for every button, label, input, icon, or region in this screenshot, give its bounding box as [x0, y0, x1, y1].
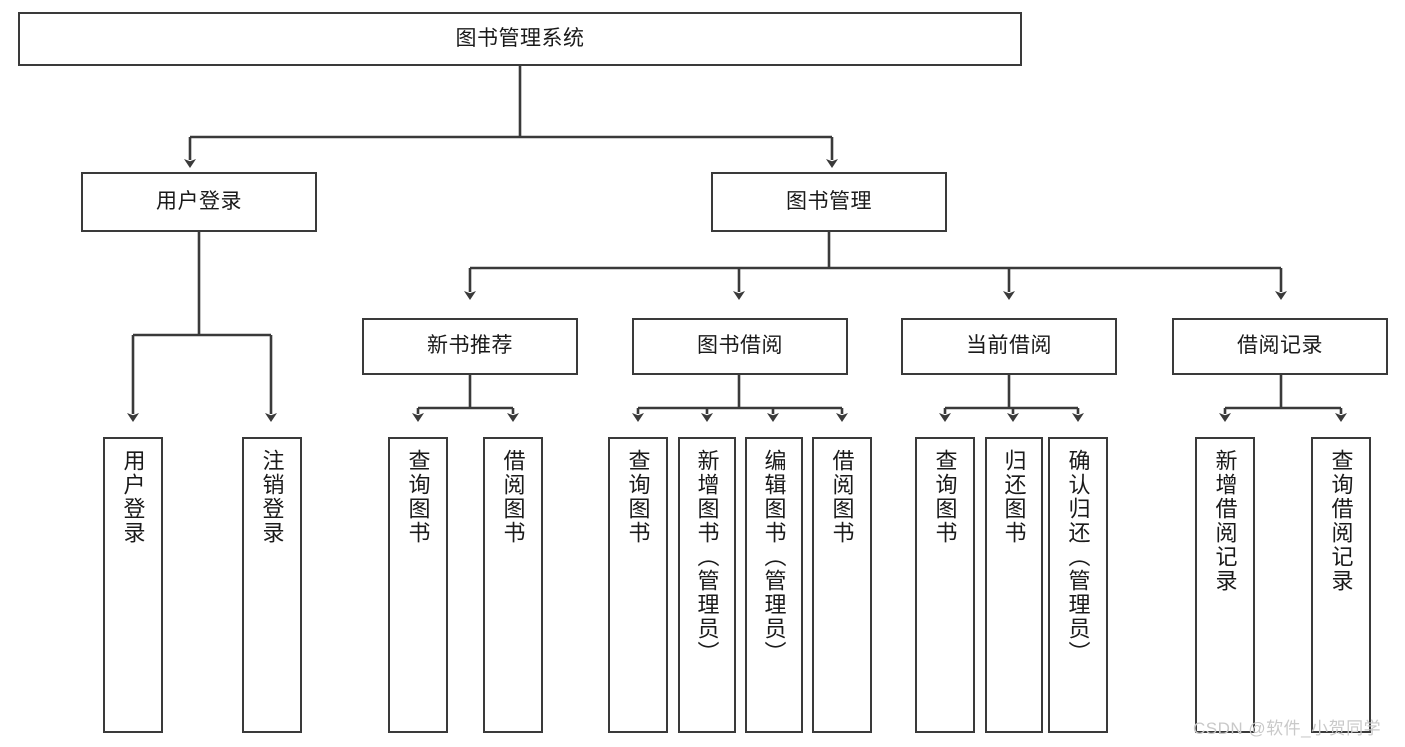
- node-label: 新增借阅记录: [1212, 449, 1238, 593]
- leaf-query-book-new[interactable]: 查询图书: [388, 437, 448, 733]
- leaf-logout[interactable]: 注销登录: [242, 437, 302, 733]
- node-label: 借阅记录: [1237, 334, 1323, 358]
- node-label: 注销登录: [259, 449, 285, 545]
- node-new-book-recommendation[interactable]: 新书推荐: [362, 318, 578, 375]
- node-label: 图书借阅: [697, 334, 783, 358]
- node-label: 当前借阅: [966, 334, 1052, 358]
- node-label: 确认归还（管理员）: [1065, 449, 1091, 665]
- node-label: 图书管理系统: [455, 26, 585, 50]
- node-label: 用户登录: [120, 449, 146, 545]
- leaf-return-book[interactable]: 归还图书: [985, 437, 1043, 733]
- leaf-user-login[interactable]: 用户登录: [103, 437, 163, 733]
- node-label: 图书管理: [786, 189, 872, 213]
- node-borrowing-record[interactable]: 借阅记录: [1172, 318, 1388, 375]
- node-label: 查询借阅记录: [1328, 449, 1354, 593]
- node-current-borrowing[interactable]: 当前借阅: [901, 318, 1117, 375]
- node-label: 查询图书: [405, 449, 431, 545]
- leaf-edit-book-admin[interactable]: 编辑图书（管理员）: [745, 437, 803, 733]
- node-book-borrowing[interactable]: 图书借阅: [632, 318, 848, 375]
- node-label: 归还图书: [1001, 449, 1027, 545]
- node-label: 查询图书: [932, 449, 958, 545]
- leaf-add-borrow-record[interactable]: 新增借阅记录: [1195, 437, 1255, 733]
- node-label: 用户登录: [156, 189, 242, 213]
- leaf-query-borrow-record[interactable]: 查询借阅记录: [1311, 437, 1371, 733]
- node-user-login[interactable]: 用户登录: [81, 172, 317, 232]
- node-label: 新增图书（管理员）: [694, 449, 720, 665]
- leaf-borrow-book[interactable]: 借阅图书: [812, 437, 872, 733]
- leaf-confirm-return-admin[interactable]: 确认归还（管理员）: [1048, 437, 1108, 733]
- node-label: 借阅图书: [829, 449, 855, 545]
- csdn-watermark: CSDN @软件_小贺同学: [1193, 719, 1382, 738]
- node-label: 借阅图书: [500, 449, 526, 545]
- node-root-book-management-system[interactable]: 图书管理系统: [18, 12, 1022, 66]
- leaf-query-book-borrow[interactable]: 查询图书: [608, 437, 668, 733]
- leaf-add-book-admin[interactable]: 新增图书（管理员）: [678, 437, 736, 733]
- leaf-borrow-book-new[interactable]: 借阅图书: [483, 437, 543, 733]
- node-label: 编辑图书（管理员）: [761, 449, 787, 665]
- node-label: 查询图书: [625, 449, 651, 545]
- node-book-management[interactable]: 图书管理: [711, 172, 947, 232]
- leaf-query-book-current[interactable]: 查询图书: [915, 437, 975, 733]
- node-label: 新书推荐: [427, 334, 513, 358]
